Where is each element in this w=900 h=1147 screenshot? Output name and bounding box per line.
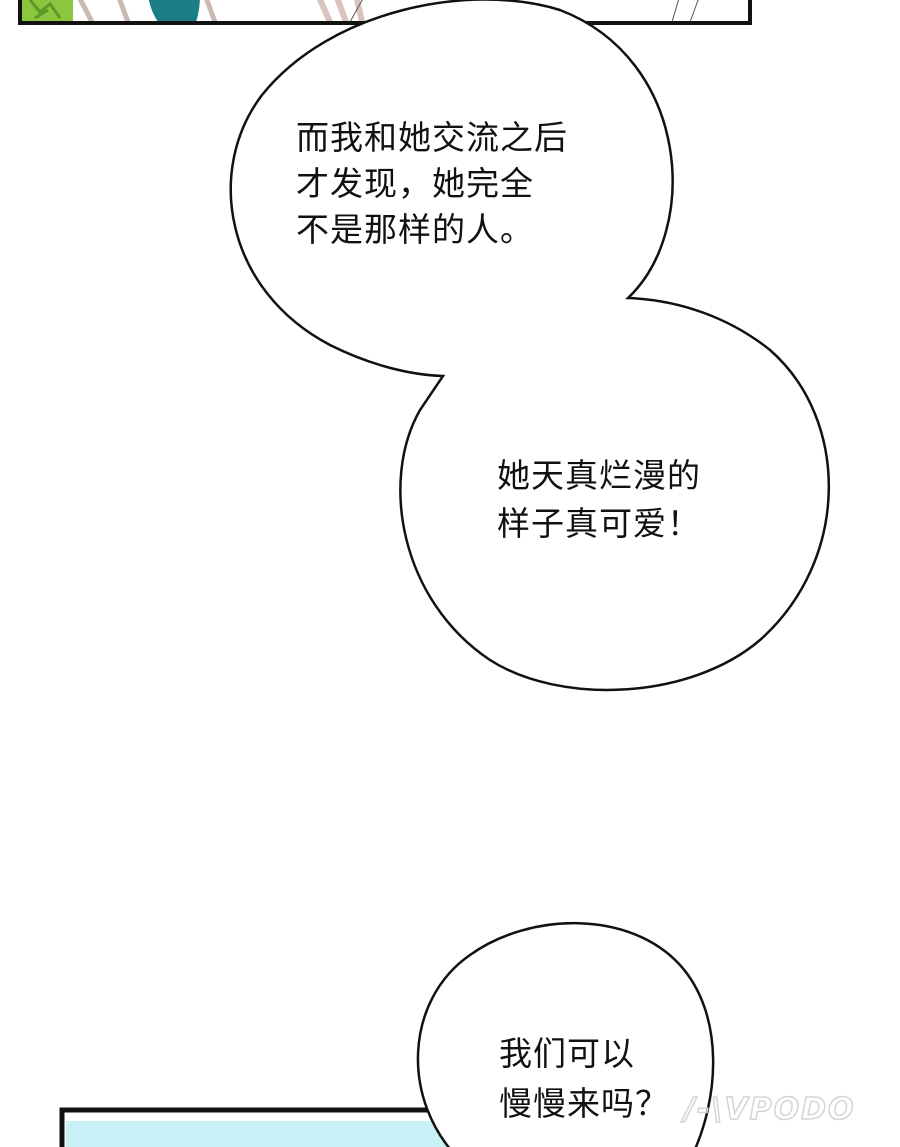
bubble-3-line-1: 我们可以 — [499, 1034, 635, 1073]
bubble-1-line-2: 才发现，她完全 — [296, 164, 534, 203]
bubble-2-text: 她天真烂漫的 样子真可爱！ — [497, 452, 701, 548]
bubble-1-text: 而我和她交流之后 才发现，她完全 不是那样的人。 — [296, 115, 568, 253]
bubble-1-line-3: 不是那样的人。 — [296, 210, 534, 249]
bubble-2-line-1: 她天真烂漫的 — [497, 456, 701, 495]
bubble-3-line-2: 慢慢来吗？ — [499, 1084, 669, 1123]
speech-bubbles-connected — [229, 0, 830, 692]
bubble-1-line-1: 而我和她交流之后 — [296, 118, 568, 157]
speech-bubble-3 — [416, 922, 715, 1147]
bubble-3-text: 我们可以 慢慢来吗？ — [499, 1029, 669, 1129]
teal-clothing-art — [148, 0, 200, 22]
watermark-logo: /-\VPODO — [683, 1091, 856, 1128]
bottom-panel — [59, 1107, 462, 1147]
bubble-2-line-2: 样子真可爱！ — [497, 504, 701, 543]
sky-art — [66, 1121, 446, 1147]
